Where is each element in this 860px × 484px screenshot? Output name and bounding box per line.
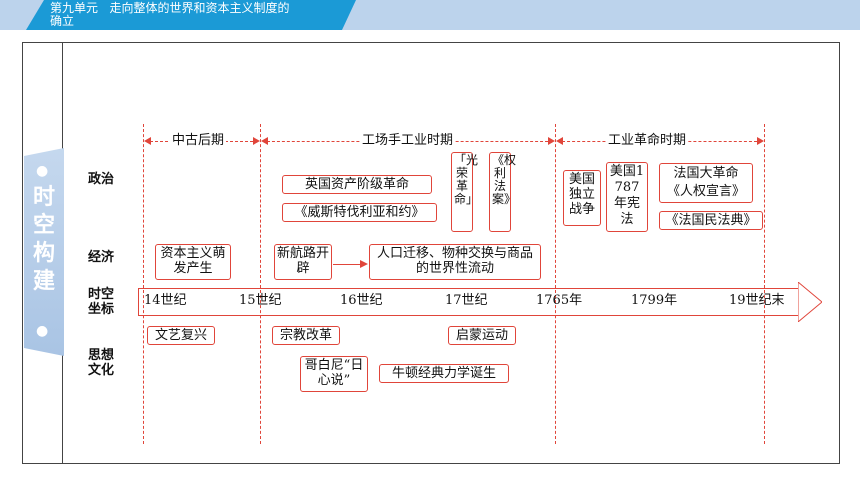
event-glorious-revolution: 「光荣革命」 [451, 152, 478, 232]
event-american-independence: 美国独立战争 [563, 170, 601, 226]
content-frame [22, 42, 840, 464]
side-label-char: 建 [32, 269, 55, 294]
side-label-panel [24, 148, 64, 356]
arrow-left-icon [556, 137, 563, 145]
event-english-revolution: 英国资产阶级革命 [282, 175, 432, 194]
timeline-axis [138, 288, 800, 316]
event-global-flow: 人口迁移、物种交换与商品的世界性流动 [369, 244, 541, 280]
side-label-char: 构 [32, 241, 55, 266]
side-label-char: 时 [32, 185, 55, 210]
event-us-constitution: 美国1787年宪法 [606, 162, 648, 232]
bullet-dot-icon: ● [36, 323, 49, 339]
period-boundary [143, 124, 144, 444]
period-boundary [764, 124, 765, 444]
axis-tick: 1799年 [631, 293, 678, 308]
axis-tick: 15世纪 [239, 293, 282, 308]
arrow-left-icon [261, 137, 268, 145]
axis-tick: 14世纪 [144, 293, 187, 308]
axis-tick: 19世纪末 [729, 293, 785, 308]
row-label-axis: 时空坐标 [88, 287, 115, 317]
period-boundary [555, 124, 556, 444]
axis-tick: 17世纪 [445, 293, 488, 308]
unit-title-line1: 走向整体的世界和资本主义制度的 [109, 1, 290, 15]
event-renaissance: 文艺复兴 [147, 326, 215, 345]
flow-arrow-line [333, 264, 363, 265]
unit-tab [26, 0, 356, 30]
period-label-medieval: 中古后期 [170, 133, 227, 149]
period-label-industrial: 工业革命时期 [606, 133, 689, 149]
event-napoleonic-code: 《法国民法典》 [659, 211, 763, 230]
event-enlightenment: 启蒙运动 [448, 326, 516, 345]
row-label-economy: 经济 [88, 250, 115, 265]
unit-title: 第九单元 走向整体的世界和资本主义制度的 确立 [50, 2, 350, 28]
row-label-culture: 思想文化 [88, 348, 115, 378]
event-westphalia-treaty: 《威斯特伐利亚和约》 [282, 203, 437, 222]
event-french-revolution: 法国大革命《人权宣言》 [659, 163, 753, 203]
period-label-workshop: 工场手工业时期 [360, 133, 456, 149]
row-label-politics: 政治 [88, 172, 115, 187]
period-boundary [260, 124, 261, 444]
arrow-right-icon [548, 137, 555, 145]
arrow-right-icon [360, 260, 368, 268]
side-label-char: 空 [32, 213, 55, 238]
event-copernicus: 哥白尼“日心说” [300, 356, 368, 392]
event-reformation: 宗教改革 [272, 326, 340, 345]
unit-number: 第九单元 [50, 1, 99, 15]
event-capitalism-sprouts: 资本主义萌发产生 [155, 244, 231, 280]
bullet-dot-icon: ● [36, 163, 49, 179]
event-newton-mechanics: 牛顿经典力学诞生 [379, 364, 509, 383]
axis-tick: 1765年 [536, 293, 583, 308]
unit-title-line2: 确立 [50, 14, 75, 28]
timeline-arrowhead-icon [798, 282, 822, 322]
event-bill-of-rights: 《权利法案》 [489, 152, 516, 232]
arrow-right-icon [253, 137, 260, 145]
axis-tick: 16世纪 [340, 293, 383, 308]
event-new-routes: 新航路开辟 [274, 244, 332, 280]
arrow-right-icon [757, 137, 764, 145]
arrow-left-icon [144, 137, 151, 145]
